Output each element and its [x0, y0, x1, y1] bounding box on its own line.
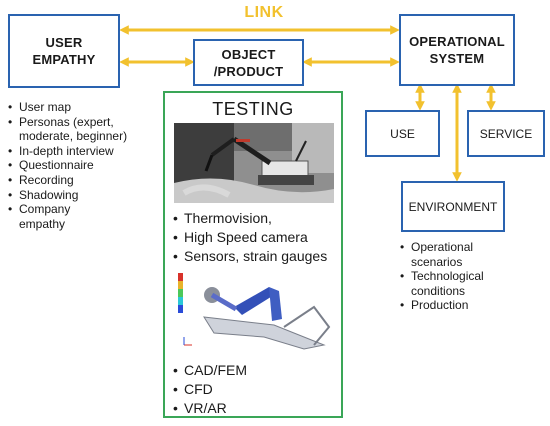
- list-item: Personas (expert, moderate, beginner): [7, 115, 137, 144]
- service-label: SERVICE: [479, 126, 533, 141]
- link-label: LINK: [244, 4, 284, 21]
- service-box: SERVICE: [467, 110, 545, 157]
- operational-system-label: OPERATIONAL SYSTEM: [409, 34, 505, 66]
- list-item: Thermovision,: [173, 209, 327, 228]
- list-item: High Speed camera: [173, 228, 327, 247]
- user-empathy-label: USER EMPATHY: [32, 35, 96, 67]
- object-product-label: OBJECT /PRODUCT: [213, 46, 284, 79]
- list-item: In-depth interview: [7, 144, 157, 159]
- list-item: Operational scenarios: [399, 240, 509, 269]
- testing-methods-list: Thermovision, High Speed camera Sensors,…: [173, 209, 327, 266]
- demolition-robot-photo: [174, 123, 334, 203]
- robot-fem-model: [174, 267, 334, 355]
- use-box: USE: [365, 110, 440, 157]
- testing-title: TESTING: [212, 99, 294, 119]
- use-label: USE: [390, 126, 415, 141]
- list-item: Technological conditions: [399, 269, 509, 298]
- list-item: Questionnaire: [7, 158, 157, 173]
- list-item: CFD: [173, 380, 247, 399]
- operational-system-box: OPERATIONAL SYSTEM: [399, 14, 515, 86]
- list-item: User map: [7, 100, 157, 115]
- environment-list: Operational scenarios Technological cond…: [399, 240, 509, 313]
- object-product-box: OBJECT /PRODUCT: [193, 39, 304, 86]
- list-item: Sensors, strain gauges: [173, 247, 327, 266]
- environment-box: ENVIRONMENT: [401, 181, 505, 232]
- user-empathy-box: USER EMPATHY: [8, 14, 120, 88]
- cad-methods-list: CAD/FEM CFD VR/AR: [173, 361, 247, 418]
- list-item: Shadowing: [7, 188, 157, 203]
- list-item: CAD/FEM: [173, 361, 247, 380]
- list-item: Production: [399, 298, 509, 313]
- environment-label: ENVIRONMENT: [408, 199, 498, 214]
- testing-box: TESTING Thermovision, High Speed camera …: [163, 91, 343, 418]
- user-empathy-list: User map Personas (expert, moderate, beg…: [7, 100, 157, 231]
- list-item: VR/AR: [173, 399, 247, 418]
- list-item: Company empathy: [7, 202, 91, 231]
- list-item: Recording: [7, 173, 157, 188]
